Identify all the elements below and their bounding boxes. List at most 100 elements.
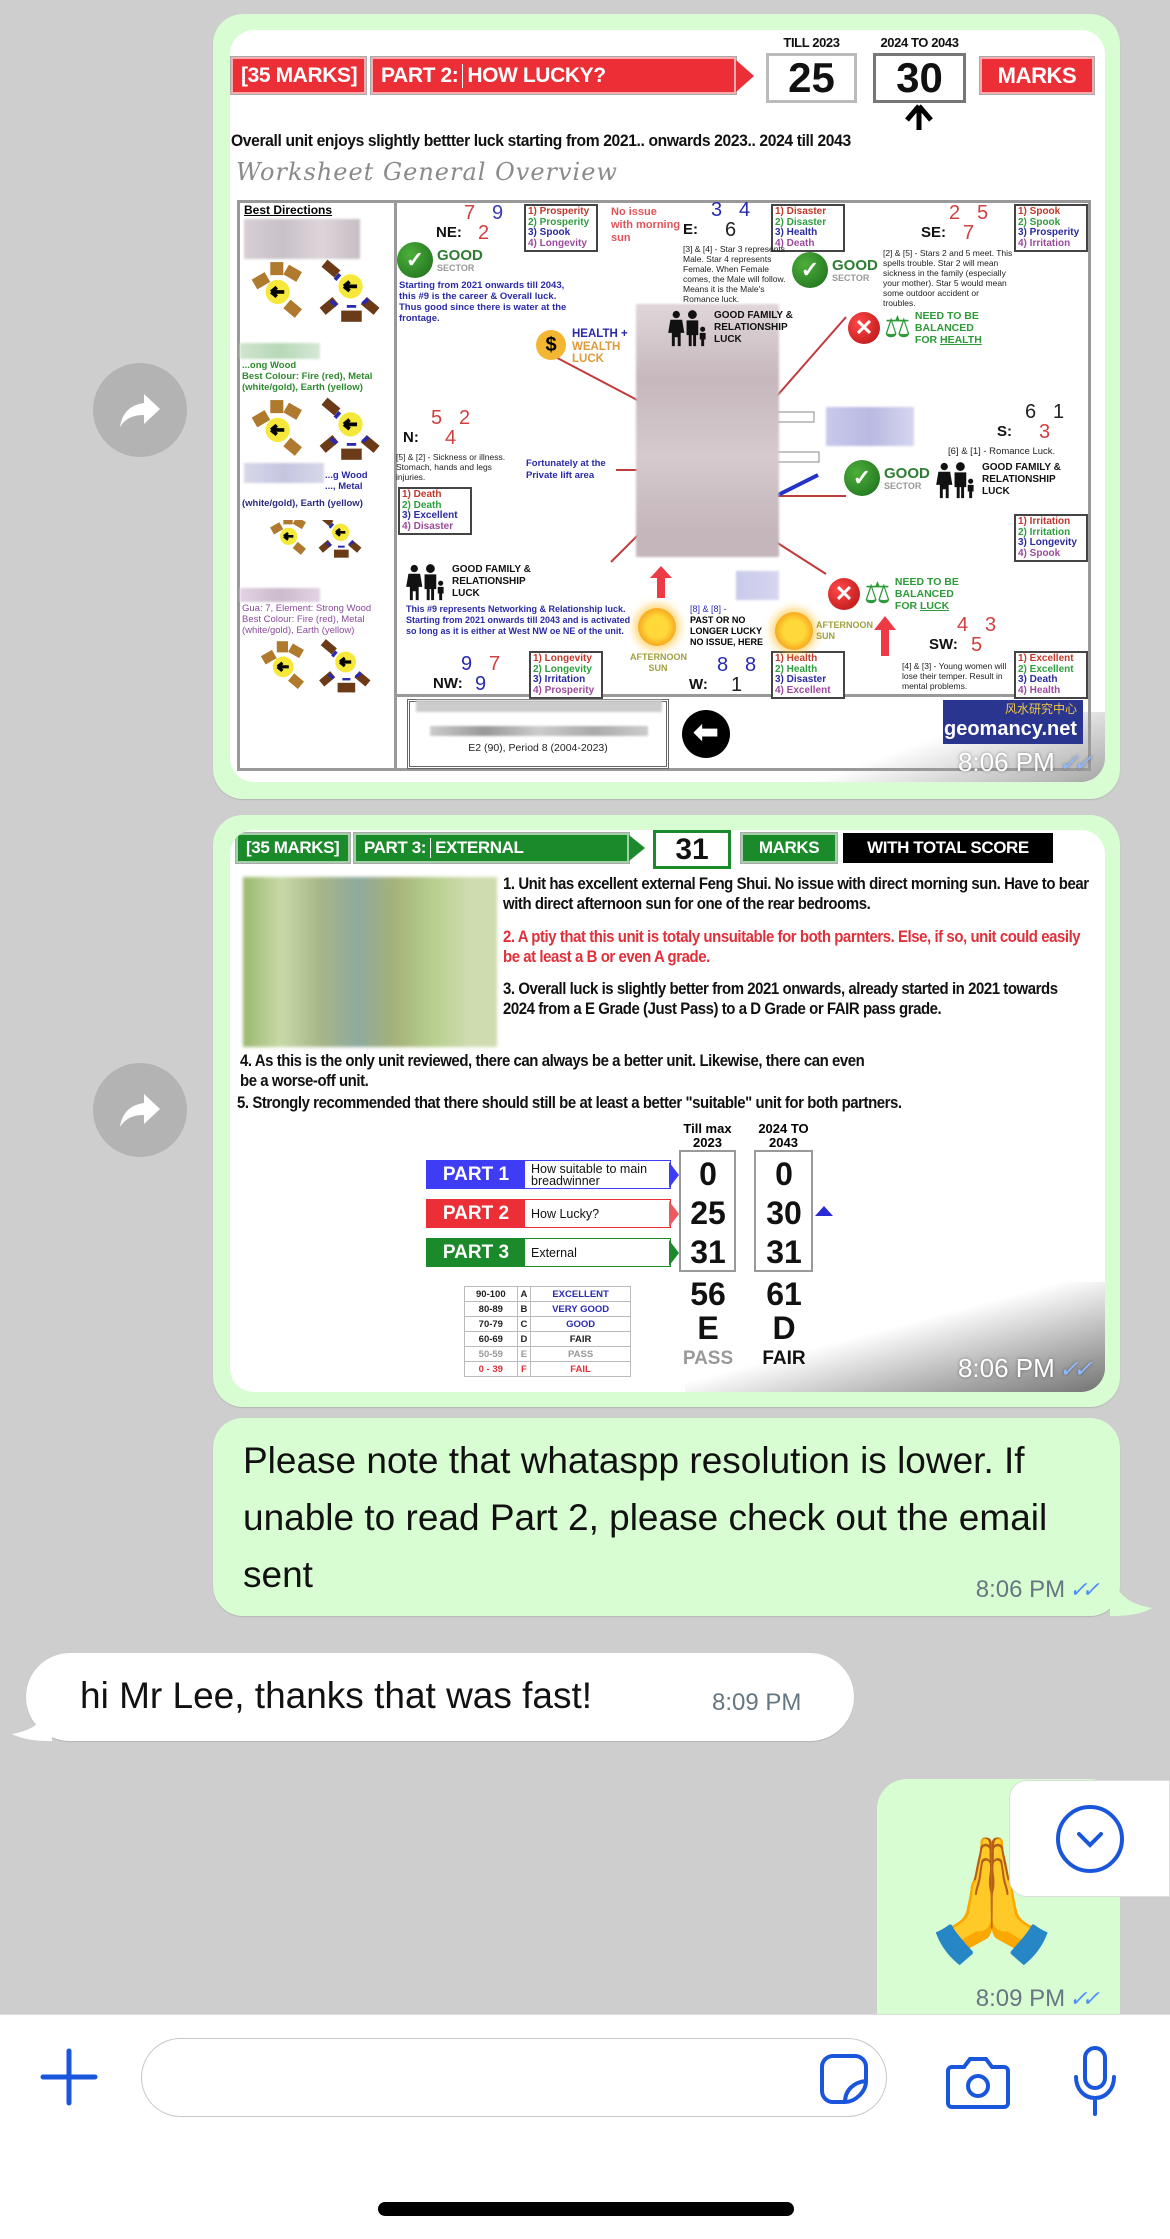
- incoming-message[interactable]: hi Mr Lee, thanks that was fast! 8:09 PM: [26, 1653, 854, 1741]
- flying-star-number: 4: [445, 427, 457, 449]
- sector-label: W:: [689, 676, 708, 693]
- forecast-item: 2) Longevity: [533, 663, 592, 675]
- best-directions-heading: Best Directions: [244, 203, 333, 217]
- flying-star-number: 1: [731, 674, 743, 696]
- forecast-item: 3) Prosperity: [1018, 227, 1080, 238]
- forward-arrow-icon: [120, 1094, 160, 1127]
- point-3: 3. Overall luck is slightly better from …: [503, 979, 1058, 1018]
- col2-label: 2024 TO 2043: [758, 1121, 809, 1150]
- flying-star-number: 7: [963, 222, 975, 244]
- blurred-text: [240, 343, 320, 359]
- check-icon: ✓: [397, 242, 433, 278]
- forecast-item: 4) Health: [1018, 684, 1061, 696]
- part-title-bar: PART 3:EXTERNAL: [353, 832, 630, 864]
- outgoing-message[interactable]: Please note that whataspp resolution is …: [213, 1418, 1120, 1616]
- ne-sector-note: Starting from 2021 onwards till 2043, th…: [399, 280, 567, 324]
- forecast-item: 2) Excellent: [1018, 663, 1074, 675]
- score-2024-2043: 30: [873, 53, 966, 103]
- forecast-item: 1) Excellent: [1018, 653, 1074, 664]
- forward-button[interactable]: [93, 1063, 187, 1157]
- camera-icon[interactable]: [946, 2055, 1010, 2109]
- red-arrow-up-icon: [650, 566, 672, 598]
- element-text: (white/gold), Earth (yellow): [242, 498, 363, 509]
- score-column: [679, 1150, 736, 1272]
- total-till-2023: 56: [690, 1276, 726, 1312]
- forecast-item: 3) Spook: [528, 227, 571, 238]
- message-input[interactable]: [141, 2038, 887, 2117]
- chevron-down-circle-icon: [1055, 1804, 1124, 1873]
- forecast-item: 1) Spook: [1018, 206, 1061, 217]
- n-sector-note: [5] & [2] - Sickness or illness. Stomach…: [396, 452, 506, 482]
- sector-label: N:: [403, 429, 419, 446]
- plus-icon[interactable]: [39, 2047, 99, 2107]
- read-ticks-icon: ✓✓: [1058, 750, 1093, 777]
- score-value: 31: [653, 830, 731, 869]
- grade-cell: FAIL: [530, 1361, 631, 1377]
- family-luck-label: GOOD FAMILY & RELATIONSHIP LUCK: [452, 564, 531, 599]
- blurred-text: [244, 463, 324, 483]
- divider: [394, 694, 1091, 697]
- flying-star-number: 8: [745, 654, 757, 676]
- home-indicator: [378, 2202, 794, 2216]
- part-2-score-2024-2043: 30: [766, 1195, 802, 1231]
- read-ticks-icon: ✓✓: [1058, 1356, 1093, 1383]
- no-issue-note: No issue with morning sun: [611, 206, 681, 244]
- flying-star-number: 9: [461, 653, 473, 675]
- grade-cell: EXCELLENT: [530, 1286, 631, 1302]
- part-2-score-till-2023: 25: [690, 1195, 726, 1231]
- geomancy-logo: 风水研究中心 geomancy.net: [943, 700, 1083, 744]
- flying-star-number: 5: [977, 202, 989, 224]
- grade-2024-2043: D: [772, 1310, 796, 1346]
- furniture-direction-icon: [246, 638, 386, 694]
- furniture-direction-icon: [246, 520, 386, 570]
- worksheet-frame: [237, 200, 1091, 771]
- read-ticks-icon: ✓✓: [1069, 1986, 1100, 2011]
- blurred-site-photo: [243, 877, 497, 1047]
- worksheet-image[interactable]: [35 MARKS] PART 2: HOW LUCKY? TILL 2023 …: [230, 30, 1105, 782]
- blurred-floor-plan: [636, 304, 779, 557]
- arrow-shape: [669, 1201, 679, 1227]
- arrow-shape: [669, 1240, 679, 1266]
- grade-word-2024-2043: FAIR: [762, 1348, 806, 1369]
- marks-button: MARKS: [740, 832, 838, 864]
- arrow-up-icon: [905, 104, 933, 130]
- grade-cell: A: [516, 1286, 532, 1302]
- sticker-icon[interactable]: [819, 2053, 869, 2105]
- microphone-icon[interactable]: [1072, 2045, 1118, 2117]
- grade-word-till-2023: PASS: [682, 1348, 734, 1369]
- blurred-text: [416, 700, 662, 712]
- sector-label: E:: [683, 221, 698, 238]
- grade-cell: D: [516, 1331, 532, 1347]
- property-info-box: E2 (90), Period 8 (2004-2023): [407, 699, 669, 769]
- score-summary-image[interactable]: [35 MARKS] PART 3:EXTERNAL 31 MARKS WITH…: [230, 830, 1105, 1392]
- flying-star-number: 3: [1039, 421, 1051, 443]
- afternoon-sun-label: AFTERNOON SUN: [816, 620, 873, 641]
- family-icon: [934, 462, 978, 499]
- part-label: PART 2:: [381, 63, 464, 88]
- back-arrow-icon[interactable]: ⬅: [682, 710, 730, 758]
- forecast-item: 2) Spook: [1018, 216, 1061, 228]
- flying-star-number: 2: [459, 407, 471, 429]
- forward-button[interactable]: [93, 363, 187, 457]
- col2-label: 2024 TO 2043: [880, 35, 959, 50]
- forecast-item: 1) Irritation: [1018, 516, 1071, 527]
- nw-sector-note: This #9 represents Networking & Relation…: [406, 604, 631, 636]
- scroll-to-bottom-button[interactable]: [1009, 1780, 1170, 1897]
- flying-star-number: 4: [957, 614, 969, 636]
- grade-till-2023: E: [697, 1310, 719, 1346]
- afternoon-sun-label: AFTERNOON SUN: [630, 652, 687, 673]
- forecast-item: 4) Excellent: [775, 684, 831, 696]
- sun-icon: [638, 608, 676, 646]
- bubble-tail: [12, 1696, 52, 1741]
- grade-cell: PASS: [530, 1346, 631, 1362]
- flying-star-number: 2: [478, 222, 490, 244]
- increase-triangle-icon: [815, 1206, 833, 1216]
- grade-cell: 50-59: [464, 1346, 518, 1362]
- period-text: E2 (90), Period 8 (2004-2023): [468, 742, 608, 754]
- forecast-item: 4) Irritation: [1018, 237, 1071, 249]
